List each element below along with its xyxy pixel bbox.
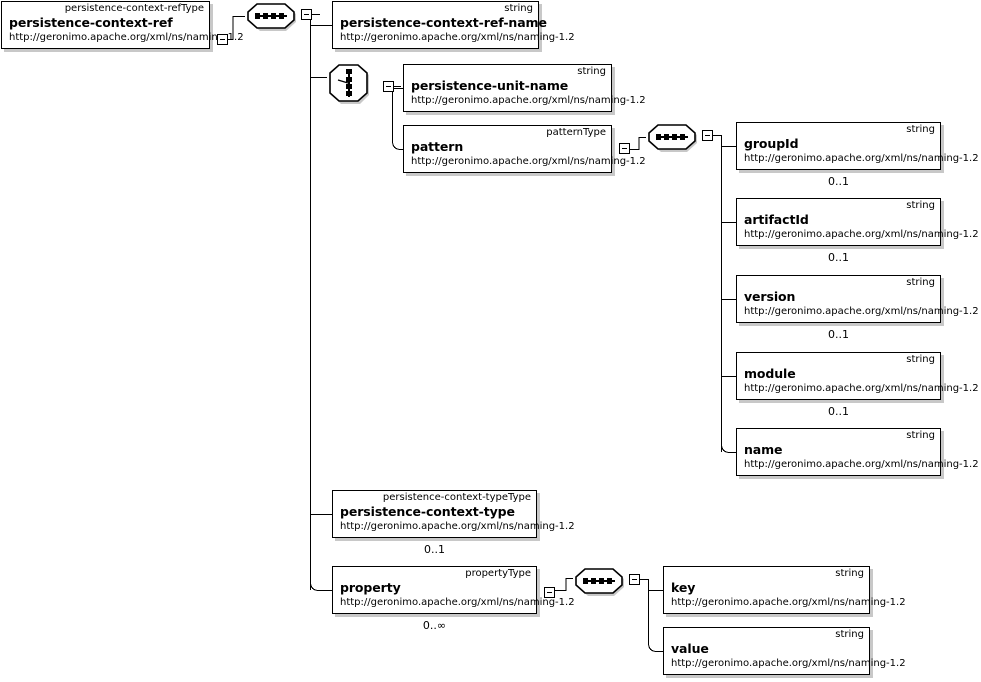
element-namespace-label: http://geronimo.apache.org/xml/ns/naming… [744, 459, 979, 470]
element-box-version[interactable]: string version http://geronimo.apache.org/… [736, 275, 979, 323]
element-name-label: persistence-context-ref-name [340, 15, 547, 30]
cardinality-label-persistence-context-type: 0..1 [424, 543, 445, 556]
element-box-value[interactable]: string value http://geronimo.apache.org/xm… [663, 627, 906, 675]
element-namespace-label: http://geronimo.apache.org/xml/ns/naming… [411, 156, 646, 167]
element-namespace-label: http://geronimo.apache.org/xml/ns/naming… [411, 95, 646, 106]
element-name-label: property [340, 580, 401, 595]
element-name-label: persistence-context-type [340, 504, 515, 519]
element-box-name[interactable]: string name http://geronimo.apache.org/xml… [736, 428, 979, 476]
element-namespace-label: http://geronimo.apache.org/xml/ns/naming… [671, 658, 906, 669]
element-type-label: string [906, 354, 935, 365]
element-box-artifactId[interactable]: string artifactId http://geronimo.apache.o… [736, 198, 979, 246]
element-type-label: string [906, 124, 935, 135]
element-namespace-label: http://geronimo.apache.org/xml/ns/naming… [340, 521, 575, 532]
collapse-minus-icon-toggle-choice-unit[interactable] [383, 81, 394, 92]
cardinality-label-module: 0..1 [828, 405, 849, 418]
element-name-label: groupId [744, 136, 799, 151]
element-box-persistence-unit-name[interactable]: string persistence-unit-name http://geroni… [403, 64, 646, 112]
element-type-label: string [577, 66, 606, 77]
cardinality-label-artifactId: 0..1 [828, 251, 849, 264]
element-namespace-label: http://geronimo.apache.org/xml/ns/naming… [744, 153, 979, 164]
element-namespace-label: http://geronimo.apache.org/xml/ns/naming… [340, 597, 575, 608]
element-type-label: persistence-context-refType [64, 3, 204, 14]
element-type-label: string [906, 200, 935, 211]
element-name-label: version [744, 289, 796, 304]
element-box-groupId[interactable]: string groupId http://geronimo.apache.org/… [736, 122, 979, 170]
element-box-property[interactable]: propertyType property http://geronimo.apac… [332, 566, 575, 614]
sequence-compositor-icon[interactable] [646, 121, 698, 153]
element-type-label: string [504, 3, 533, 14]
element-name-label: key [671, 580, 696, 595]
element-type-label: string [906, 277, 935, 288]
element-box-key[interactable]: string key http://geronimo.apache.org/xml/… [663, 566, 906, 614]
collapse-minus-icon-toggle-property[interactable] [544, 587, 555, 598]
element-namespace-label: http://geronimo.apache.org/xml/ns/naming… [744, 383, 979, 394]
sequence-compositor-icon[interactable] [245, 0, 297, 32]
element-name-label: module [744, 366, 796, 381]
element-box-module[interactable]: string module http://geronimo.apache.org/x… [736, 352, 979, 400]
element-type-label: string [906, 430, 935, 441]
element-namespace-label: http://geronimo.apache.org/xml/ns/naming… [671, 597, 906, 608]
collapse-minus-icon-toggle-pattern[interactable] [619, 143, 630, 154]
element-type-label: string [835, 568, 864, 579]
collapse-minus-icon-toggle-persistence-context-ref[interactable] [217, 34, 228, 45]
element-type-label: propertyType [465, 568, 531, 579]
collapse-minus-icon-toggle-seq-pattern[interactable] [702, 130, 713, 141]
element-type-label: patternType [546, 127, 606, 138]
element-name-label: artifactId [744, 212, 809, 227]
collapse-minus-icon-toggle-seq-property[interactable] [629, 574, 640, 585]
element-name-label: pattern [411, 139, 464, 154]
element-type-label: string [835, 629, 864, 640]
element-namespace-label: http://geronimo.apache.org/xml/ns/naming… [744, 229, 979, 240]
element-name-label: name [744, 442, 783, 457]
cardinality-label-version: 0..1 [828, 328, 849, 341]
cardinality-label-property: 0..∞ [422, 619, 447, 632]
element-namespace-label: http://geronimo.apache.org/xml/ns/naming… [744, 306, 979, 317]
collapse-minus-icon-toggle-seq-root[interactable] [301, 9, 312, 20]
element-name-label: persistence-context-ref [9, 15, 173, 30]
element-name-label: value [671, 641, 709, 656]
element-namespace-label: http://geronimo.apache.org/xml/ns/naming… [9, 32, 244, 43]
cardinality-label-groupId: 0..1 [828, 175, 849, 188]
element-type-label: persistence-context-typeType [382, 492, 531, 503]
element-name-label: persistence-unit-name [411, 78, 569, 93]
sequence-compositor-icon[interactable] [573, 565, 625, 597]
choice-compositor-icon[interactable] [327, 61, 371, 105]
element-namespace-label: http://geronimo.apache.org/xml/ns/naming… [340, 32, 575, 43]
element-box-pattern[interactable]: patternType pattern http://geronimo.apache… [403, 125, 646, 173]
